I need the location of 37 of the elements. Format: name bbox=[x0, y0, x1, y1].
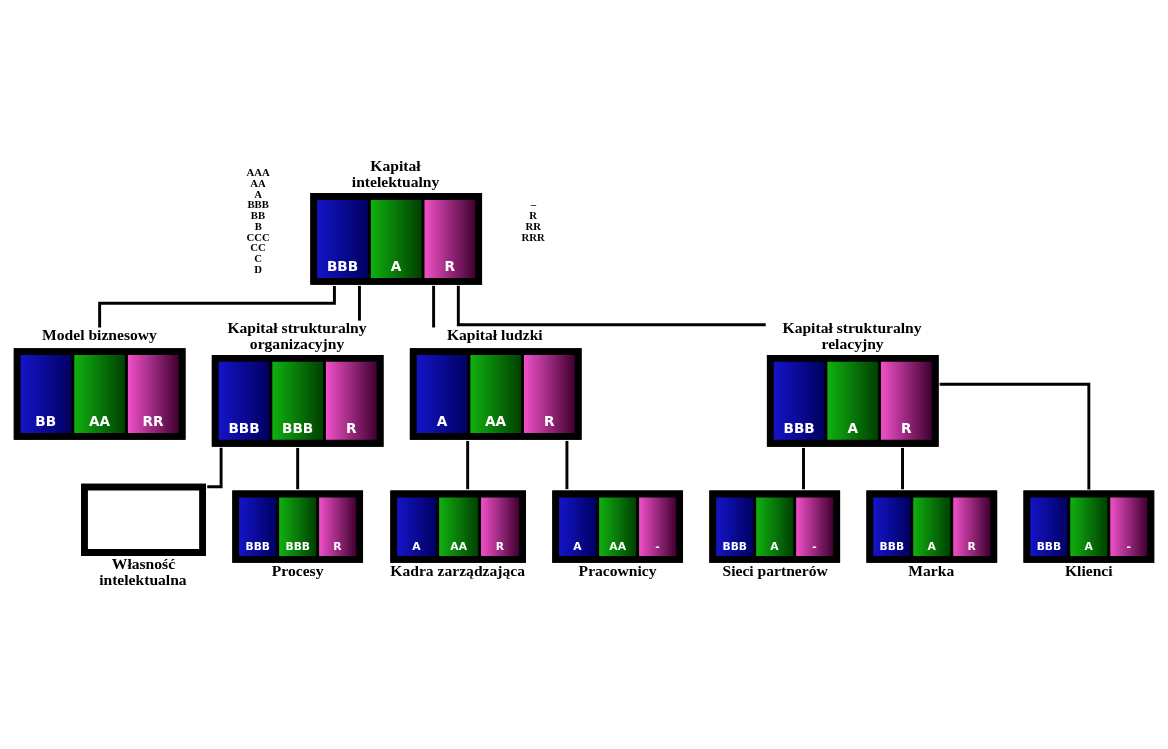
node-label: Kapitał intelektualny bbox=[351, 157, 440, 190]
connector bbox=[802, 447, 805, 490]
node-label: Klienci bbox=[1064, 562, 1113, 580]
label: AAA bbox=[246, 166, 270, 179]
connector bbox=[98, 286, 336, 328]
connector bbox=[207, 447, 223, 489]
label: B bbox=[254, 219, 262, 232]
node-label: Pracownicy bbox=[578, 562, 657, 580]
label: C bbox=[254, 252, 263, 265]
node-label: Sieci partnerów bbox=[722, 562, 828, 580]
label: RR bbox=[525, 219, 541, 232]
label: CC bbox=[250, 241, 266, 254]
label: R bbox=[529, 209, 538, 222]
node-label: Kapitał ludzki bbox=[446, 326, 543, 344]
connector bbox=[432, 285, 436, 328]
node-label: Marka bbox=[908, 562, 955, 580]
connector bbox=[466, 440, 470, 490]
label: – bbox=[530, 198, 537, 211]
label: RRR bbox=[521, 230, 545, 243]
node-label: Procesy bbox=[271, 562, 324, 580]
connector bbox=[456, 285, 766, 327]
label: BB bbox=[250, 209, 266, 222]
label: AA bbox=[250, 177, 266, 189]
node-label: Kadra zarządzająca bbox=[390, 562, 526, 580]
node-label: Kapitał strukturalny relacyjny bbox=[782, 319, 922, 352]
node-label: Model biznesowy bbox=[42, 326, 157, 344]
node-label: Własność intelektualna bbox=[99, 555, 187, 589]
label: D bbox=[254, 262, 263, 275]
connector bbox=[939, 382, 1091, 490]
connector bbox=[296, 447, 300, 490]
node-label: Kapitał strukturalny organizacyjny bbox=[227, 319, 367, 352]
connector bbox=[565, 440, 569, 490]
label: BBB bbox=[247, 198, 269, 211]
connector bbox=[358, 285, 361, 321]
label: A bbox=[254, 187, 263, 200]
connector bbox=[901, 447, 904, 490]
label: CCC bbox=[246, 230, 270, 243]
